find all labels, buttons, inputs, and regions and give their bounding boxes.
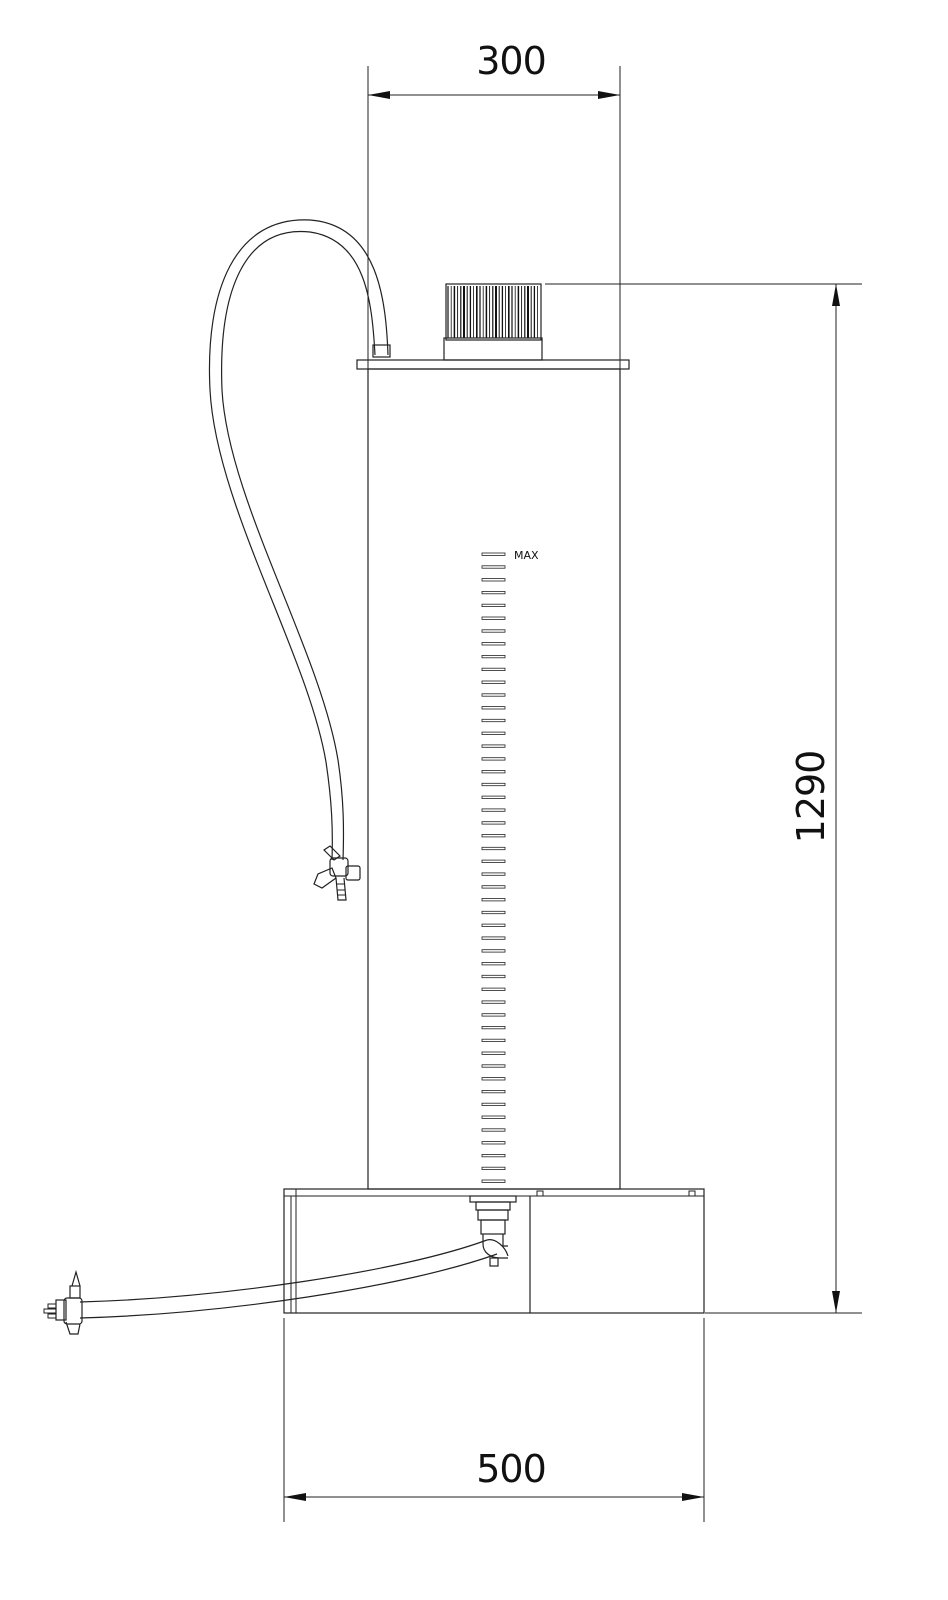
scale-tick xyxy=(481,770,506,774)
scale-tick xyxy=(481,667,506,672)
scale-tick xyxy=(481,757,506,761)
scale-tick xyxy=(481,1179,506,1183)
scale-tick xyxy=(481,936,506,940)
scale-tick xyxy=(481,603,506,608)
graduated-scale xyxy=(481,552,506,1183)
scale-tick xyxy=(481,693,506,697)
scale-tick xyxy=(481,834,506,838)
scale-tick xyxy=(481,629,506,633)
cap-ribs xyxy=(447,286,538,338)
scale-tick xyxy=(481,962,506,966)
scale-tick xyxy=(481,1166,506,1170)
tank-cap xyxy=(443,283,543,361)
scale-tick xyxy=(481,718,506,723)
scale-tick xyxy=(481,1051,506,1055)
scale-tick xyxy=(481,808,506,812)
scale-tick xyxy=(481,591,506,595)
scale-tick xyxy=(481,1128,506,1132)
hose-valve-top xyxy=(313,845,361,901)
scale-tick xyxy=(481,642,506,646)
scale-tick xyxy=(481,731,506,735)
scale-tick xyxy=(481,1013,506,1017)
max-label: MAX xyxy=(514,549,539,562)
scale-tick xyxy=(481,859,506,863)
scale-tick xyxy=(481,680,506,684)
scale-tick xyxy=(481,1115,506,1119)
scale-tick xyxy=(481,744,506,748)
top-hose xyxy=(208,219,391,861)
scale-tick xyxy=(481,974,506,979)
scale-tick xyxy=(481,821,506,825)
scale-tick xyxy=(481,1038,506,1042)
scale-tick xyxy=(481,872,506,876)
bottom-hose xyxy=(79,1239,509,1319)
scale-tick xyxy=(481,1000,506,1004)
scale-tick xyxy=(481,885,506,889)
scale-tick xyxy=(481,1077,506,1081)
scale-tick xyxy=(481,782,506,787)
scale-tick xyxy=(481,1064,506,1068)
overall-height-label: 1290 xyxy=(789,751,833,844)
scale-tick xyxy=(481,1090,506,1094)
scale-tick xyxy=(481,1026,506,1030)
scale-tick xyxy=(481,706,506,710)
scale-tick xyxy=(481,987,506,991)
scale-tick xyxy=(481,1141,506,1145)
base-housing xyxy=(283,1188,705,1314)
scale-tick xyxy=(481,898,506,902)
scale-tick xyxy=(481,949,506,953)
scale-tick xyxy=(481,1102,506,1106)
scale-tick xyxy=(481,616,506,620)
height-dimension: 1290 xyxy=(545,283,862,1314)
base-width-label: 500 xyxy=(476,1447,546,1491)
scale-tick xyxy=(481,1154,506,1158)
width-dimension-bottom: 500 xyxy=(283,1318,705,1522)
scale-tick xyxy=(481,923,506,927)
scale-tick xyxy=(481,910,506,915)
tank-width-label: 300 xyxy=(476,39,546,83)
top-flange xyxy=(356,359,630,370)
scale-tick xyxy=(481,846,506,851)
scale-tick xyxy=(481,565,506,569)
scale-tick xyxy=(481,578,506,582)
scale-tick xyxy=(481,552,506,556)
hose-valve-bottom xyxy=(43,1269,83,1335)
scale-tick xyxy=(481,795,506,799)
scale-tick xyxy=(481,655,506,659)
